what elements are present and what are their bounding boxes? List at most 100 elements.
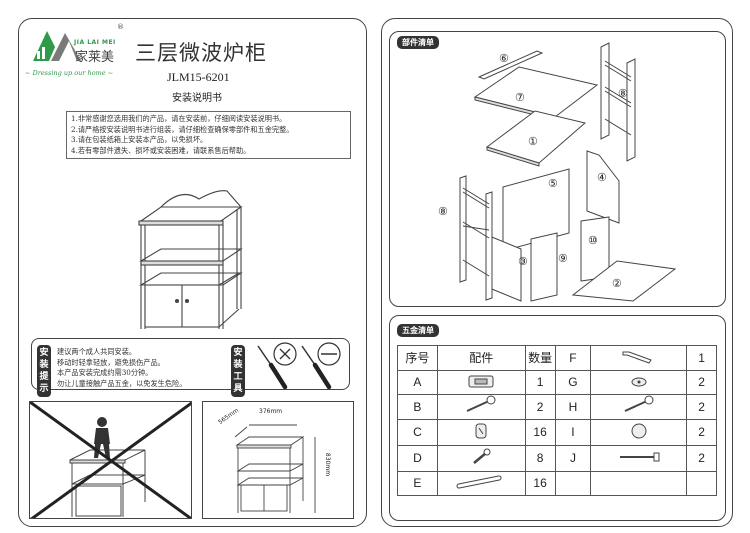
hw-id: F xyxy=(554,345,592,371)
cam-lock-icon xyxy=(475,423,487,438)
brand-slogan: ~ Dressing up our home ~ xyxy=(25,69,114,77)
manual-subtitle: 安装说明书 xyxy=(172,93,222,104)
hw-id: E xyxy=(397,470,438,496)
hw-part xyxy=(436,444,526,472)
hw-part xyxy=(590,394,688,420)
hw-qty: 2 xyxy=(686,444,717,472)
model-number: JLM15-6201 xyxy=(167,70,230,84)
hw-part xyxy=(436,369,526,395)
exploded-parts-diagram xyxy=(473,42,677,302)
tip-line: 建议两个成人共同安装。 xyxy=(57,347,137,356)
brand-logo-text: 家莱美 xyxy=(75,50,115,65)
table-row: E 16 xyxy=(397,470,717,496)
hw-qty: 2 xyxy=(524,394,556,420)
hw-id: D xyxy=(397,444,438,472)
hw-part xyxy=(436,394,526,420)
brand-roman: JIA LAI MEI xyxy=(74,39,116,46)
hw-id: A xyxy=(397,369,438,395)
parts-list-header: 部件清单 xyxy=(397,36,439,49)
height-dimension: 830mm xyxy=(324,452,332,477)
tip-line: 勿让儿童接触产品五金，以免发生危险。 xyxy=(57,378,187,388)
hw-qty: 2 xyxy=(686,394,717,420)
hw-qty: 16 xyxy=(524,470,556,496)
brand-logo-icon xyxy=(33,31,81,61)
tips-box xyxy=(31,338,350,390)
hw-part xyxy=(590,369,688,395)
table-row: C 16 I 2 xyxy=(397,418,717,446)
hw-part xyxy=(436,470,526,496)
hw-empty xyxy=(686,470,717,496)
screwdriver-flat-icon xyxy=(301,342,341,390)
screwdriver-phillips-icon xyxy=(257,342,297,390)
hw-part xyxy=(590,418,688,446)
part-label: ⑥ xyxy=(499,52,509,65)
washer-icon xyxy=(631,377,647,387)
cabinet-illustration xyxy=(138,190,243,329)
note-line: 3.请在包装纸箱上安装本产品，以免损坏。 xyxy=(71,135,208,144)
width-dimension: 376mm xyxy=(259,408,283,415)
note-line: 1.非常感谢您选用我们的产品，请在安装前，仔细阅读安装说明书。 xyxy=(71,114,287,123)
hardware-table: 序号 配件 数量 F 1 A 1 G 2 B 2 H 2 C 16 I xyxy=(397,345,717,496)
note-line: 2.请严格按安装说明书进行组装，请仔细检查确保零部件和五金完整。 xyxy=(71,124,294,134)
tips-text: 建议两个成人共同安装。 移动时轻拿轻放，避免损伤产品。 本产品安装完成约需30分… xyxy=(57,347,232,389)
table-row: A 1 G 2 xyxy=(397,369,717,395)
cam-bolt-icon xyxy=(473,448,491,464)
left-frame-part xyxy=(459,175,493,301)
wooden-dowel-icon xyxy=(456,475,502,489)
part-label: ⑨ xyxy=(558,252,568,265)
dimensioned-cabinet-icon xyxy=(234,424,316,513)
screw-icon xyxy=(466,395,496,413)
tip-line: 本产品安装完成约需30分钟。 xyxy=(57,368,153,377)
registered-mark: ® xyxy=(117,23,124,31)
hw-id: J xyxy=(554,444,592,472)
column-header: 序号 xyxy=(397,345,438,371)
note-line: 4.若有零部件遗失、损坏或安装困难，请联系售后帮助。 xyxy=(71,145,251,155)
hw-id: I xyxy=(554,418,592,446)
instruction-panel: JIA LAI MEI 家莱美 ® ~ Dressing up our home… xyxy=(18,18,367,527)
table-row: B 2 H 2 xyxy=(397,394,717,420)
hardware-list-box xyxy=(389,315,726,521)
hw-empty xyxy=(554,470,592,496)
part-label: ⑩ xyxy=(588,234,598,247)
hw-id: H xyxy=(554,394,592,420)
part-label: ⑤ xyxy=(548,177,558,190)
hw-id: C xyxy=(397,418,438,446)
warning-box xyxy=(29,401,192,519)
hw-qty: 2 xyxy=(686,418,717,446)
hw-id: G xyxy=(554,369,592,395)
tools-label: 安装工具 xyxy=(231,345,245,397)
column-header: 配件 xyxy=(436,345,526,371)
hex-key-icon xyxy=(622,351,652,364)
long-screw-icon xyxy=(619,452,660,461)
hw-part xyxy=(590,345,688,371)
screw-icon xyxy=(624,395,654,413)
table-row: D 8 J 2 xyxy=(397,444,717,472)
parts-and-hardware-panel: 部件清单 xyxy=(381,18,733,527)
part-label: ② xyxy=(612,277,622,290)
hardware-list-header: 五金清单 xyxy=(397,324,439,337)
hw-qty: 8 xyxy=(524,444,556,472)
hw-part xyxy=(436,418,526,446)
tip-line: 移动时轻拿轻放，避免损伤产品。 xyxy=(57,357,165,367)
part-label: ⑧ xyxy=(618,87,628,100)
hw-qty: 2 xyxy=(686,369,717,395)
hw-qty: 1 xyxy=(686,345,717,371)
part-label: ④ xyxy=(597,171,607,184)
product-title: 三层微波炉柜 xyxy=(135,41,267,65)
column-header: 数量 xyxy=(524,345,556,371)
knob-icon xyxy=(631,423,647,438)
part-label: ① xyxy=(528,135,538,148)
table-header-row: 序号 配件 数量 F 1 xyxy=(397,345,717,371)
hw-qty: 16 xyxy=(524,418,556,446)
hw-id: B xyxy=(397,394,438,420)
hw-qty: 1 xyxy=(524,369,556,395)
magnetic-catch-icon xyxy=(468,375,494,388)
part-label: ⑧ xyxy=(438,205,448,218)
hw-empty xyxy=(590,470,688,496)
hw-part xyxy=(590,444,688,472)
notes-box: 1.非常感谢您选用我们的产品，请在安装前，仔细阅读安装说明书。 2.请严格按安装… xyxy=(66,111,351,159)
no-standing-warning-icon xyxy=(30,402,191,518)
parts-list-box xyxy=(389,31,726,307)
dimensions-box xyxy=(202,401,354,519)
tips-label: 安装提示 xyxy=(37,345,51,397)
